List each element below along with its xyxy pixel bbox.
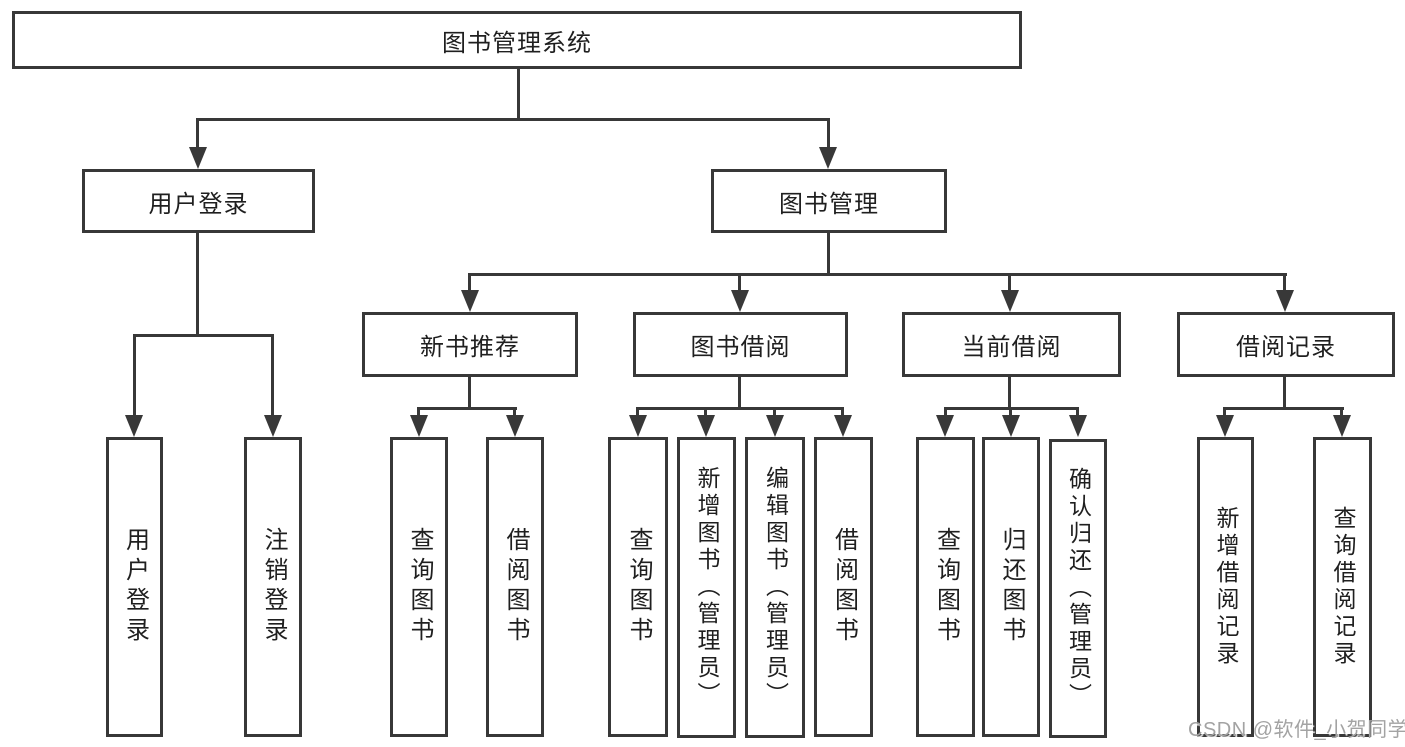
leaf-edit-books-admin: 编辑图书（管理员） (745, 437, 805, 738)
connector-leaf (1223, 407, 1226, 420)
connector-level2-split (468, 273, 1287, 276)
arrow-down-icon (697, 415, 715, 437)
connector-to-book-borrow (738, 273, 741, 292)
connector-to-leaf-logout (271, 334, 274, 418)
connector-to-new-book (468, 273, 471, 292)
connector-leaf (513, 407, 516, 420)
leaf-query-books-recommend: 查询图书 (390, 437, 448, 737)
arrow-down-icon (1276, 290, 1294, 312)
arrow-down-icon (629, 415, 647, 437)
connector-new-book-stem (468, 377, 471, 409)
connector-book-management-stem (827, 233, 830, 275)
arrow-down-icon (506, 415, 524, 437)
connector-user-login-split (133, 334, 274, 337)
node-new-book-recommendation: 新书推荐 (362, 312, 578, 377)
leaf-add-borrow-record: 新增借阅记录 (1197, 437, 1254, 737)
connector-borrow-records-stem (1283, 377, 1286, 409)
arrow-down-icon (1069, 415, 1087, 437)
arrow-down-icon (125, 415, 143, 437)
connector-to-borrow-records (1283, 273, 1286, 292)
connector-leaf (1076, 407, 1079, 420)
leaf-add-books-admin: 新增图书（管理员） (677, 437, 736, 738)
connector-leaf (1009, 407, 1012, 420)
connector-leaf (944, 407, 947, 420)
arrow-down-icon (731, 290, 749, 312)
leaf-query-books-borrow: 查询图书 (608, 437, 668, 737)
leaf-borrow-books: 借阅图书 (814, 437, 873, 737)
connector-leaf (773, 407, 776, 420)
connector-leaf (1340, 407, 1343, 420)
leaf-query-borrow-record: 查询借阅记录 (1313, 437, 1372, 737)
arrow-down-icon (819, 147, 837, 169)
connector-leaf (704, 407, 707, 420)
arrow-down-icon (766, 415, 784, 437)
csdn-watermark: CSDN @软件_小贺同学 (1188, 719, 1405, 741)
connector-to-book-management (827, 118, 830, 150)
connector-current-borrow-stem (1008, 377, 1011, 409)
node-book-borrowing: 图书借阅 (633, 312, 848, 377)
node-book-management: 图书管理 (711, 169, 947, 233)
connector-root-stem (517, 68, 520, 120)
arrow-down-icon (1333, 415, 1351, 437)
connector-new-book-split (418, 407, 517, 410)
arrow-down-icon (834, 415, 852, 437)
connector-book-borrow-stem (738, 377, 741, 409)
node-user-login: 用户登录 (82, 169, 315, 233)
arrow-down-icon (264, 415, 282, 437)
arrow-down-icon (461, 290, 479, 312)
connector-to-user-login (196, 118, 199, 150)
connector-leaf (841, 407, 844, 420)
leaf-logout-login: 注销登录 (244, 437, 302, 737)
node-borrowing-records: 借阅记录 (1177, 312, 1395, 377)
arrow-down-icon (1002, 415, 1020, 437)
connector-level1-split (196, 118, 830, 121)
leaf-query-books-current: 查询图书 (916, 437, 975, 737)
arrow-down-icon (936, 415, 954, 437)
connector-leaf (417, 407, 420, 420)
leaf-borrow-books-recommend: 借阅图书 (486, 437, 544, 737)
leaf-user-login: 用户登录 (106, 437, 163, 737)
node-library-management-system: 图书管理系统 (12, 11, 1022, 69)
connector-to-current-borrow (1008, 273, 1011, 292)
leaf-return-books: 归还图书 (982, 437, 1040, 737)
node-current-borrowing: 当前借阅 (902, 312, 1121, 377)
leaf-confirm-return-admin: 确认归还（管理员） (1049, 439, 1107, 738)
arrow-down-icon (1216, 415, 1234, 437)
connector-to-leaf-user-login (133, 334, 136, 418)
arrow-down-icon (410, 415, 428, 437)
connector-book-borrow-split (636, 407, 844, 410)
arrow-down-icon (189, 147, 207, 169)
connector-leaf (636, 407, 639, 420)
arrow-down-icon (1001, 290, 1019, 312)
connector-user-login-stem (196, 233, 199, 336)
connector-borrow-records-split (1223, 407, 1344, 410)
